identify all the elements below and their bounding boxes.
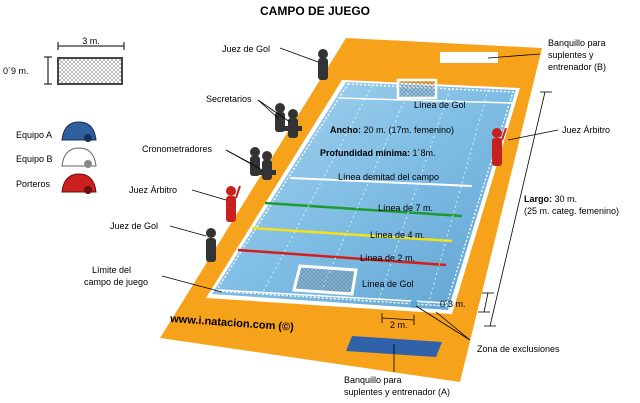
label-banquillo-a-1: Banquillo para: [344, 375, 402, 385]
official-juez-arbitro-right: [492, 127, 507, 166]
line-4m: [251, 226, 453, 243]
label-juez-gol-top: Juez de Gol: [222, 44, 270, 54]
label-largo: Largo: 30 m.: [524, 194, 577, 204]
cap-porteros-icon: [61, 173, 97, 194]
legend: Equipo A Equipo B Porteros: [16, 121, 97, 194]
goal-line-top: [339, 97, 513, 104]
label-linea-2: Línea de 2 m.: [360, 253, 415, 263]
label-linea-7: Línea de 7 m.: [378, 203, 433, 213]
exclusion-width-dimension: [381, 313, 415, 325]
label-banquillo-b-1: Banquillo para: [548, 38, 606, 48]
label-ancho: Ancho: 20 m. (17m. femenino): [330, 125, 454, 135]
depth-rim-dimension: [478, 292, 494, 313]
label-dim-2: 2 m.: [390, 320, 408, 330]
official-juez-gol-top: [318, 49, 328, 80]
label-cronometradores: Cronometradores: [142, 144, 213, 154]
label-juez-arbitro-left: Juez Árbitro: [129, 185, 177, 195]
official-juez-gol-left: [206, 228, 216, 262]
goal-net-icon: [57, 57, 123, 85]
label-juez-gol-left: Juez de Gol: [110, 221, 158, 231]
label-linea-gol-top: Línea de Gol: [414, 100, 466, 110]
legend-label-porteros: Porteros: [16, 179, 51, 189]
official-juez-arbitro-left: [226, 185, 241, 222]
cap-equipo-b-icon: [61, 147, 97, 168]
line-7m: [264, 201, 463, 218]
goal-top-icon: [396, 78, 438, 100]
goal-line-bottom: [217, 289, 447, 304]
official-secretarios: [275, 103, 302, 138]
goal-bottom-icon: [292, 264, 358, 296]
legend-label-equipo-b: Equipo B: [16, 154, 53, 164]
length-dimension: [484, 91, 552, 327]
page-title: CAMPO DE JUEGO: [260, 4, 370, 18]
label-limite-1: Límite del: [92, 265, 131, 275]
leader-lines: [161, 47, 559, 372]
label-banquillo-b-2: suplentes y: [548, 50, 594, 60]
playing-field: [160, 38, 542, 382]
label-linea-mitad: Línea demitad del campo: [338, 172, 439, 182]
field-limit-dotted: [214, 83, 514, 307]
halfway-line: [289, 177, 473, 187]
label-dim-03: 0´3 m.: [440, 299, 466, 309]
label-linea-gol-bottom: Línea de Gol: [362, 279, 414, 289]
label-profundidad: Profundidad mínima: 1´8m.: [320, 148, 436, 158]
cap-equipo-a-icon: [61, 121, 97, 142]
label-limite-2: campo de juego: [84, 277, 148, 287]
label-banquillo-a-2: suplentes y entrenador (A): [344, 387, 450, 397]
label-zona-exclusiones: Zona de exclusiones: [477, 344, 560, 354]
bench-b: [440, 52, 498, 63]
legend-label-equipo-a: Equipo A: [16, 130, 52, 140]
goal-detail: 3 m. 0´9 m.: [3, 36, 125, 85]
goal-height-label: 0´9 m.: [3, 66, 29, 76]
label-banquillo-b-3: entrenador (B): [548, 62, 606, 72]
goal-width-label: 3 m.: [82, 36, 100, 46]
label-largo-note: (25 m. categ. femenino): [524, 206, 619, 216]
label-secretarios: Secretarios: [206, 94, 252, 104]
line-2m: [237, 248, 447, 267]
label-juez-arbitro-right: Juez Árbitro: [562, 125, 610, 135]
label-linea-4: Línea de 4 m.: [370, 230, 425, 240]
